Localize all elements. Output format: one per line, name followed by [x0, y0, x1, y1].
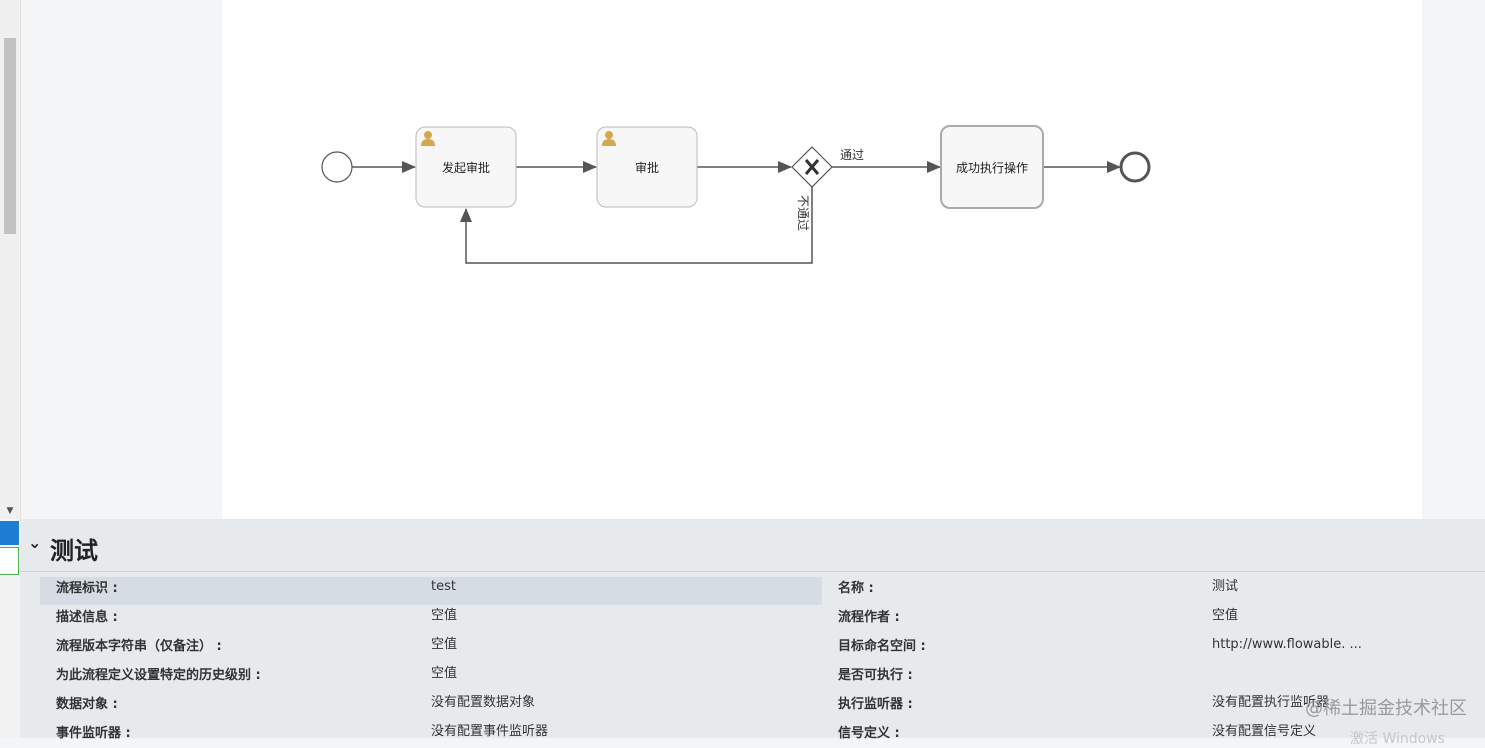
prop-value-version[interactable]: 空值 — [431, 637, 458, 652]
prop-label-name[interactable]: 名称 : — [838, 581, 874, 596]
right-panel — [1422, 0, 1485, 519]
prop-label-process-id[interactable]: 流程标识 : — [56, 581, 118, 596]
prop-label-author[interactable]: 流程作者 : — [838, 610, 900, 625]
task-label: 审批 — [635, 160, 659, 175]
prop-value-name[interactable]: 测试 — [1212, 579, 1239, 594]
property-row-highlight[interactable] — [40, 577, 822, 605]
diagram-canvas[interactable]: 发起审批 审批 通过 不通过 成功执行操作 — [222, 0, 1422, 519]
prop-value-history-level[interactable]: 空值 — [431, 666, 458, 681]
prop-label-execution-listeners[interactable]: 执行监听器 : — [838, 697, 913, 712]
prop-label-namespace[interactable]: 目标命名空间 : — [838, 639, 926, 654]
start-event[interactable] — [321, 151, 353, 183]
flow-reject-label: 不通过 — [796, 195, 810, 231]
task-label: 发起审批 — [442, 160, 490, 175]
prop-value-description[interactable]: 空值 — [431, 608, 458, 623]
task-initiate-approval[interactable]: 发起审批 — [415, 126, 517, 208]
prop-label-event-listeners[interactable]: 事件监听器 : — [56, 726, 131, 741]
left-scrollbar[interactable]: ▼ — [0, 0, 21, 519]
chevron-down-icon[interactable]: ⌄ — [28, 533, 42, 552]
prop-value-execution-listeners[interactable]: 没有配置执行监听器 — [1212, 695, 1330, 710]
left-input-box[interactable] — [0, 547, 19, 575]
gateway-x-icon — [804, 159, 820, 175]
watermark: @稀土掘金技术社区 — [1305, 698, 1467, 719]
prop-value-data-objects[interactable]: 没有配置数据对象 — [431, 695, 536, 710]
user-task-icon — [421, 131, 435, 146]
flow-gateway-reject-back[interactable] — [460, 187, 813, 264]
properties-title: 测试 — [50, 537, 98, 565]
user-task-icon — [602, 131, 616, 146]
properties-panel: ⌄ 测试 流程标识 : test 描述信息 : 空值 流程版本字符串（仅备注） … — [20, 519, 1485, 741]
prop-label-signal-definitions[interactable]: 信号定义 : — [838, 726, 900, 741]
prop-label-version[interactable]: 流程版本字符串（仅备注） : — [56, 639, 222, 654]
properties-header[interactable]: ⌄ 测试 — [20, 519, 1485, 572]
scroll-down-arrow-icon[interactable]: ▼ — [6, 506, 14, 516]
prop-label-executable[interactable]: 是否可执行 : — [838, 668, 913, 683]
prop-value-signal-definitions[interactable]: 没有配置信号定义 — [1212, 724, 1317, 739]
bpmn-diagram: 发起审批 审批 通过 不通过 成功执行操作 — [321, 125, 1151, 264]
task-label: 成功执行操作 — [956, 160, 1028, 175]
prop-label-description[interactable]: 描述信息 : — [56, 610, 118, 625]
prop-value-event-listeners[interactable]: 没有配置事件监听器 — [431, 724, 549, 739]
exclusive-gateway[interactable] — [791, 146, 833, 188]
scrollbar-thumb[interactable] — [4, 38, 16, 234]
palette-panel — [21, 0, 222, 519]
prop-value-namespace[interactable]: http://www.flowable. ... — [1212, 637, 1362, 652]
flow-pass-label: 通过 — [840, 148, 864, 162]
task-approve[interactable]: 审批 — [596, 126, 698, 208]
task-success-operation[interactable]: 成功执行操作 — [940, 125, 1044, 209]
left-selected-tab[interactable] — [0, 521, 19, 545]
prop-value-process-id[interactable]: test — [431, 579, 456, 594]
prop-label-history-level[interactable]: 为此流程定义设置特定的历史级别 : — [56, 668, 261, 683]
prop-label-data-objects[interactable]: 数据对象 : — [56, 697, 118, 712]
end-event[interactable] — [1119, 151, 1151, 183]
prop-value-author[interactable]: 空值 — [1212, 608, 1239, 623]
activation-watermark: 激活 Windows — [1350, 731, 1445, 747]
left-sidebar-lower — [0, 575, 21, 738]
